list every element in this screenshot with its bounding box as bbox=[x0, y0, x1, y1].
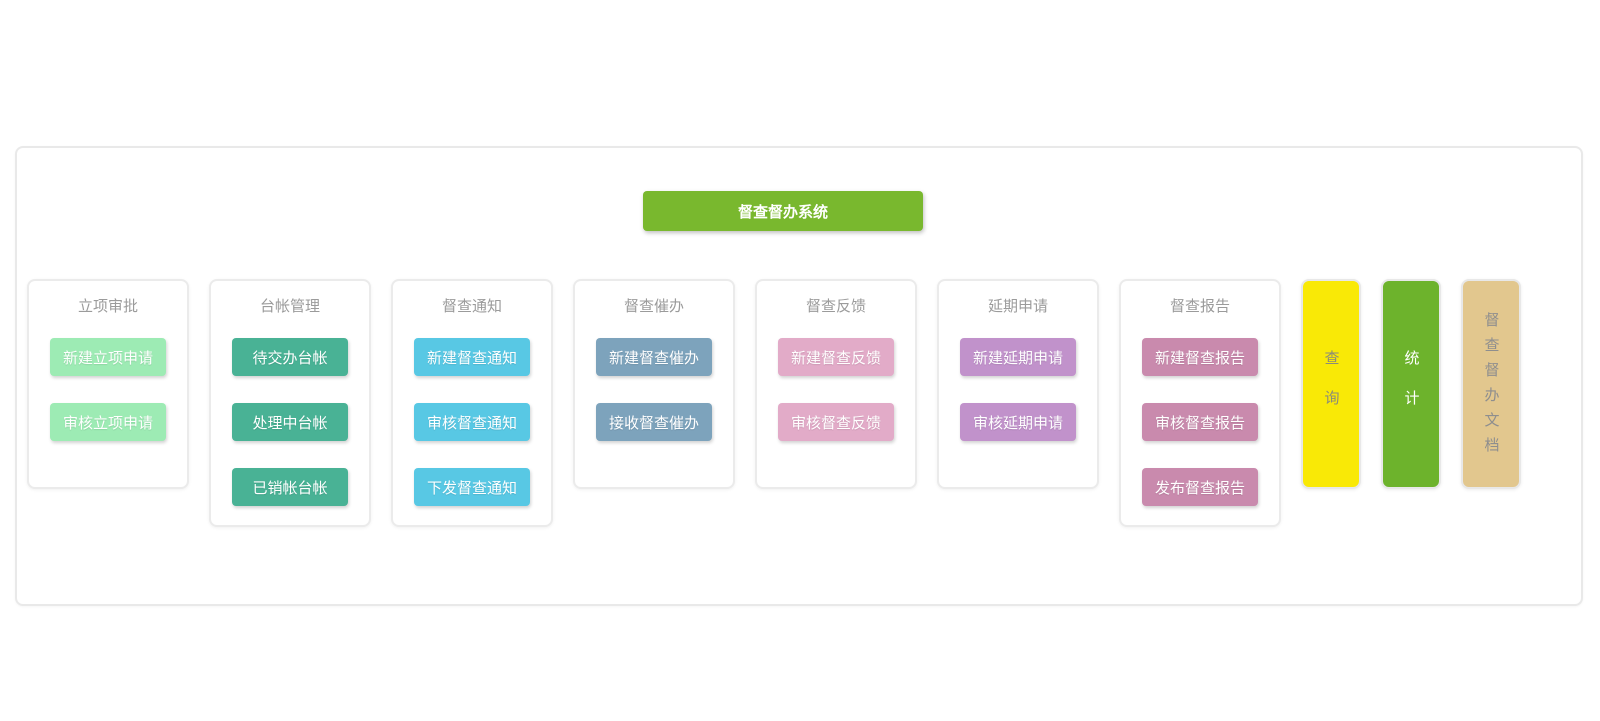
module-card-title-extension-request: 延期申请 bbox=[987, 298, 1048, 315]
ledger-management-button-1[interactable]: 待交办台帐 bbox=[232, 338, 348, 376]
supervision-urging-button-1[interactable]: 新建督查催办 bbox=[596, 338, 712, 376]
ledger-management-button-2[interactable]: 处理中台帐 bbox=[232, 403, 348, 441]
module-card-supervision-feedback: 督查反馈新建督查反馈审核督查反馈 bbox=[755, 279, 917, 489]
side-bar-supervision-documents[interactable]: 督查督办文档 bbox=[1461, 279, 1521, 489]
module-card-title-supervision-notice: 督查通知 bbox=[441, 298, 502, 315]
module-card-title-supervision-feedback: 督查反馈 bbox=[805, 298, 866, 315]
project-approval-button-2[interactable]: 审核立项申请 bbox=[50, 403, 166, 441]
supervision-report-button-2[interactable]: 审核督查报告 bbox=[1142, 403, 1258, 441]
supervision-report-button-1[interactable]: 新建督查报告 bbox=[1142, 338, 1258, 376]
modules-row: 立项审批新建立项申请审核立项申请台帐管理待交办台帐处理中台帐已销帐台帐督查通知新… bbox=[27, 279, 1521, 527]
supervision-report-button-3[interactable]: 发布督查报告 bbox=[1142, 468, 1258, 506]
project-approval-button-1[interactable]: 新建立项申请 bbox=[50, 338, 166, 376]
side-bar-query[interactable]: 查询 bbox=[1301, 279, 1361, 489]
module-card-supervision-notice: 督查通知新建督查通知审核督查通知下发督查通知 bbox=[391, 279, 553, 527]
module-card-project-approval: 立项审批新建立项申请审核立项申请 bbox=[27, 279, 189, 489]
system-title-button[interactable]: 督查督办系统 bbox=[643, 191, 923, 231]
supervision-notice-button-2[interactable]: 审核督查通知 bbox=[414, 403, 530, 441]
module-card-supervision-report: 督查报告新建督查报告审核督查报告发布督查报告 bbox=[1119, 279, 1281, 527]
main-panel: 督查督办系统 立项审批新建立项申请审核立项申请台帐管理待交办台帐处理中台帐已销帐… bbox=[15, 146, 1583, 606]
module-card-title-project-approval: 立项审批 bbox=[77, 298, 138, 315]
supervision-feedback-button-2[interactable]: 审核督查反馈 bbox=[778, 403, 894, 441]
module-card-extension-request: 延期申请新建延期申请审核延期申请 bbox=[937, 279, 1099, 489]
supervision-urging-button-2[interactable]: 接收督查催办 bbox=[596, 403, 712, 441]
module-card-title-supervision-urging: 督查催办 bbox=[623, 298, 684, 315]
side-bar-label-statistics: 统计 bbox=[1402, 350, 1420, 430]
supervision-notice-button-3[interactable]: 下发督查通知 bbox=[414, 468, 530, 506]
module-card-title-supervision-report: 督查报告 bbox=[1169, 298, 1230, 315]
module-card-ledger-management: 台帐管理待交办台帐处理中台帐已销帐台帐 bbox=[209, 279, 371, 527]
supervision-feedback-button-1[interactable]: 新建督查反馈 bbox=[778, 338, 894, 376]
extension-request-button-1[interactable]: 新建延期申请 bbox=[960, 338, 1076, 376]
side-bar-label-query: 查询 bbox=[1322, 350, 1340, 430]
supervision-notice-button-1[interactable]: 新建督查通知 bbox=[414, 338, 530, 376]
module-card-supervision-urging: 督查催办新建督查催办接收督查催办 bbox=[573, 279, 735, 489]
extension-request-button-2[interactable]: 审核延期申请 bbox=[960, 403, 1076, 441]
side-bar-label-supervision-documents: 督查督办文档 bbox=[1482, 311, 1500, 462]
ledger-management-button-3[interactable]: 已销帐台帐 bbox=[232, 468, 348, 506]
module-card-title-ledger-management: 台帐管理 bbox=[259, 298, 320, 315]
side-bar-statistics[interactable]: 统计 bbox=[1381, 279, 1441, 489]
